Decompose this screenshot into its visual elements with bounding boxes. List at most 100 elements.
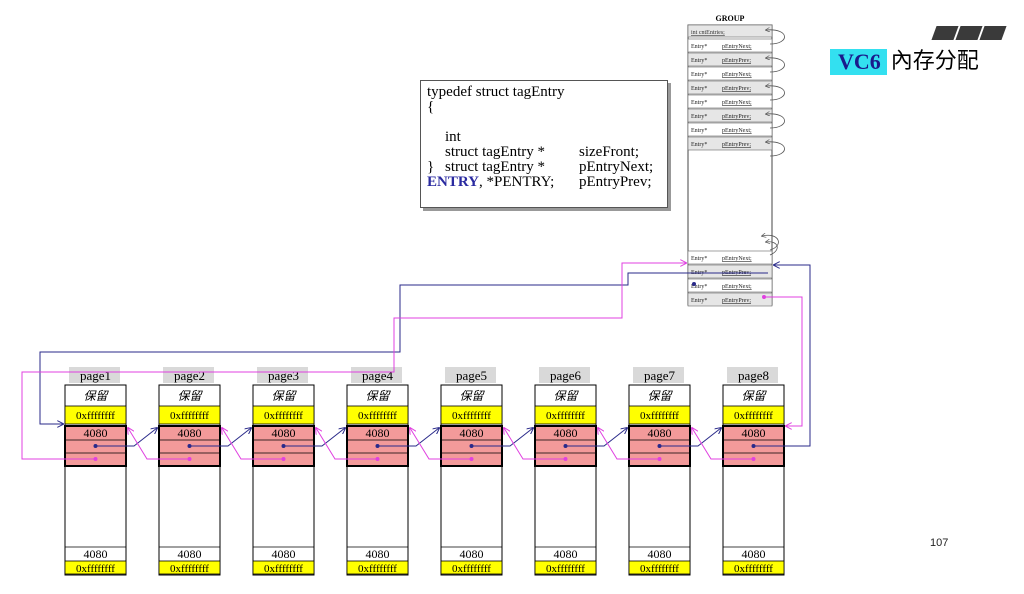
page-hex-bottom: 0xffffffff <box>264 563 303 575</box>
page-size-bottom: 4080 <box>84 547 108 561</box>
group-self-link <box>766 86 785 101</box>
next-link <box>189 428 252 447</box>
group-list-row-field: pEntryNext; <box>722 44 752 50</box>
group-list-row-field: pEntryNext; <box>722 72 752 78</box>
page-hex-top-bg <box>628 405 691 425</box>
group-list-row-type: Entry* <box>691 86 707 92</box>
code-line-4: struct tagEntry * pEntryNext; <box>427 130 661 175</box>
group-list-row-type: Entry* <box>691 44 707 50</box>
page-hex-top-bg <box>252 405 315 425</box>
group-list-row <box>687 52 773 67</box>
code-line-3: int sizeFront; <box>427 115 661 160</box>
page-label-bg <box>257 367 308 383</box>
next-link <box>471 428 534 447</box>
page8-to-group-next-link <box>753 265 811 447</box>
group-self-link <box>766 30 785 45</box>
next-link <box>95 428 158 447</box>
group-first-row <box>687 24 773 38</box>
group-list-row-field: pEntryNext; <box>722 128 752 134</box>
page-size-top: 4080 <box>554 426 578 440</box>
page-hex-bottom: 0xffffffff <box>452 563 491 575</box>
page1-to-group-prev-link <box>21 263 686 460</box>
group-list-row-type: Entry* <box>691 142 707 148</box>
group-title: GROUP <box>716 14 745 23</box>
group-list-row-type: Entry* <box>691 100 707 106</box>
group-tail-row-field: pEntryPrev; <box>722 298 751 304</box>
page-size-top: 4080 <box>460 426 484 440</box>
page-label: page4 <box>362 368 394 383</box>
code-line-4-field: pEntryNext; <box>579 159 654 175</box>
group-list-row <box>687 136 773 151</box>
title-text: 內存分配 <box>890 49 979 74</box>
next-link <box>565 428 628 447</box>
page-hex-bottom: 0xffffffff <box>546 563 585 575</box>
page-size-bottom: 4080 <box>178 547 202 561</box>
title-badge: VC6 <box>830 49 887 75</box>
page-size-bottom: 4080 <box>272 547 296 561</box>
page-label-bg <box>633 367 684 383</box>
page-reserved: 保留 <box>647 389 673 403</box>
page-label: page8 <box>738 368 769 383</box>
page-size-top: 4080 <box>648 426 672 440</box>
code-keyword-entry: ENTRY <box>427 174 479 190</box>
group-self-link <box>766 142 785 157</box>
page-reserved: 保留 <box>365 389 391 403</box>
group-tail-row-field: pEntryNext; <box>722 284 752 290</box>
group-list-row-field: pEntryPrev; <box>722 86 751 92</box>
page-hex-top-bg <box>64 405 127 425</box>
code-line-3-field: sizeFront; <box>579 144 639 160</box>
group-tail-row <box>687 278 773 293</box>
page-size-top: 4080 <box>742 426 766 440</box>
page-hex-top-bg <box>346 405 409 425</box>
page-label: page6 <box>550 368 582 383</box>
page-size-bottom: 4080 <box>648 547 672 561</box>
group-to-page8-prev-link <box>766 296 803 426</box>
page-hex-top: 0xffffffff <box>452 410 491 422</box>
group-tail-row-type: Entry* <box>691 256 707 262</box>
page-hex-top-bg <box>440 405 503 425</box>
group-self-link <box>766 58 785 73</box>
page-label-bg <box>163 367 214 383</box>
struct-code-box: typedef struct tagEntry { int sizeFront;… <box>420 80 668 208</box>
page-size-bottom: 4080 <box>554 547 578 561</box>
group-list-row-type: Entry* <box>691 114 707 120</box>
page-hex-top-bg <box>534 405 597 425</box>
next-link <box>659 428 722 447</box>
group-tail-row <box>687 292 773 307</box>
code-line-5-type: struct tagEntry * <box>445 159 545 175</box>
group-list-row <box>687 94 773 109</box>
page-reserved: 保留 <box>459 389 485 403</box>
group-list-row-type: Entry* <box>691 128 707 134</box>
group-list-row <box>687 80 773 95</box>
next-link <box>283 428 346 447</box>
page-hex-top-bg <box>158 405 221 425</box>
group-tail-row <box>687 264 773 279</box>
code-line-4-type: struct tagEntry * <box>445 144 545 160</box>
group-self-link <box>766 242 778 256</box>
page-label: page5 <box>456 368 487 383</box>
prev-link <box>316 428 378 460</box>
group-list-row-field: pEntryNext; <box>722 100 752 106</box>
page-size-top: 4080 <box>84 426 108 440</box>
slide-title: VC6 內存分配 <box>830 48 979 76</box>
page-hex-bottom: 0xffffffff <box>358 563 397 575</box>
page-hex-bottom-bg <box>252 560 315 575</box>
group-next-dot <box>692 282 696 286</box>
group-list-row-type: Entry* <box>691 72 707 78</box>
page-hex-bottom-bg <box>722 560 785 575</box>
page-hex-bottom-bg <box>440 560 503 575</box>
group-list-row-field: pEntryPrev; <box>722 114 751 120</box>
page-label-bg <box>351 367 402 383</box>
page-label: page1 <box>80 368 111 383</box>
group-tail-row-field: pEntryNext; <box>722 256 752 262</box>
group-tail-row-type: Entry* <box>691 298 707 304</box>
prev-link <box>598 428 660 460</box>
page-hex-top: 0xffffffff <box>546 410 585 422</box>
page-label: page7 <box>644 368 676 383</box>
page-reserved: 保留 <box>83 389 109 403</box>
page-hex-bottom-bg <box>534 560 597 575</box>
page-label-bg <box>69 367 120 383</box>
code-line-6: } <box>427 159 435 175</box>
code-line-7: ENTRY, *PENTRY; <box>427 175 661 190</box>
